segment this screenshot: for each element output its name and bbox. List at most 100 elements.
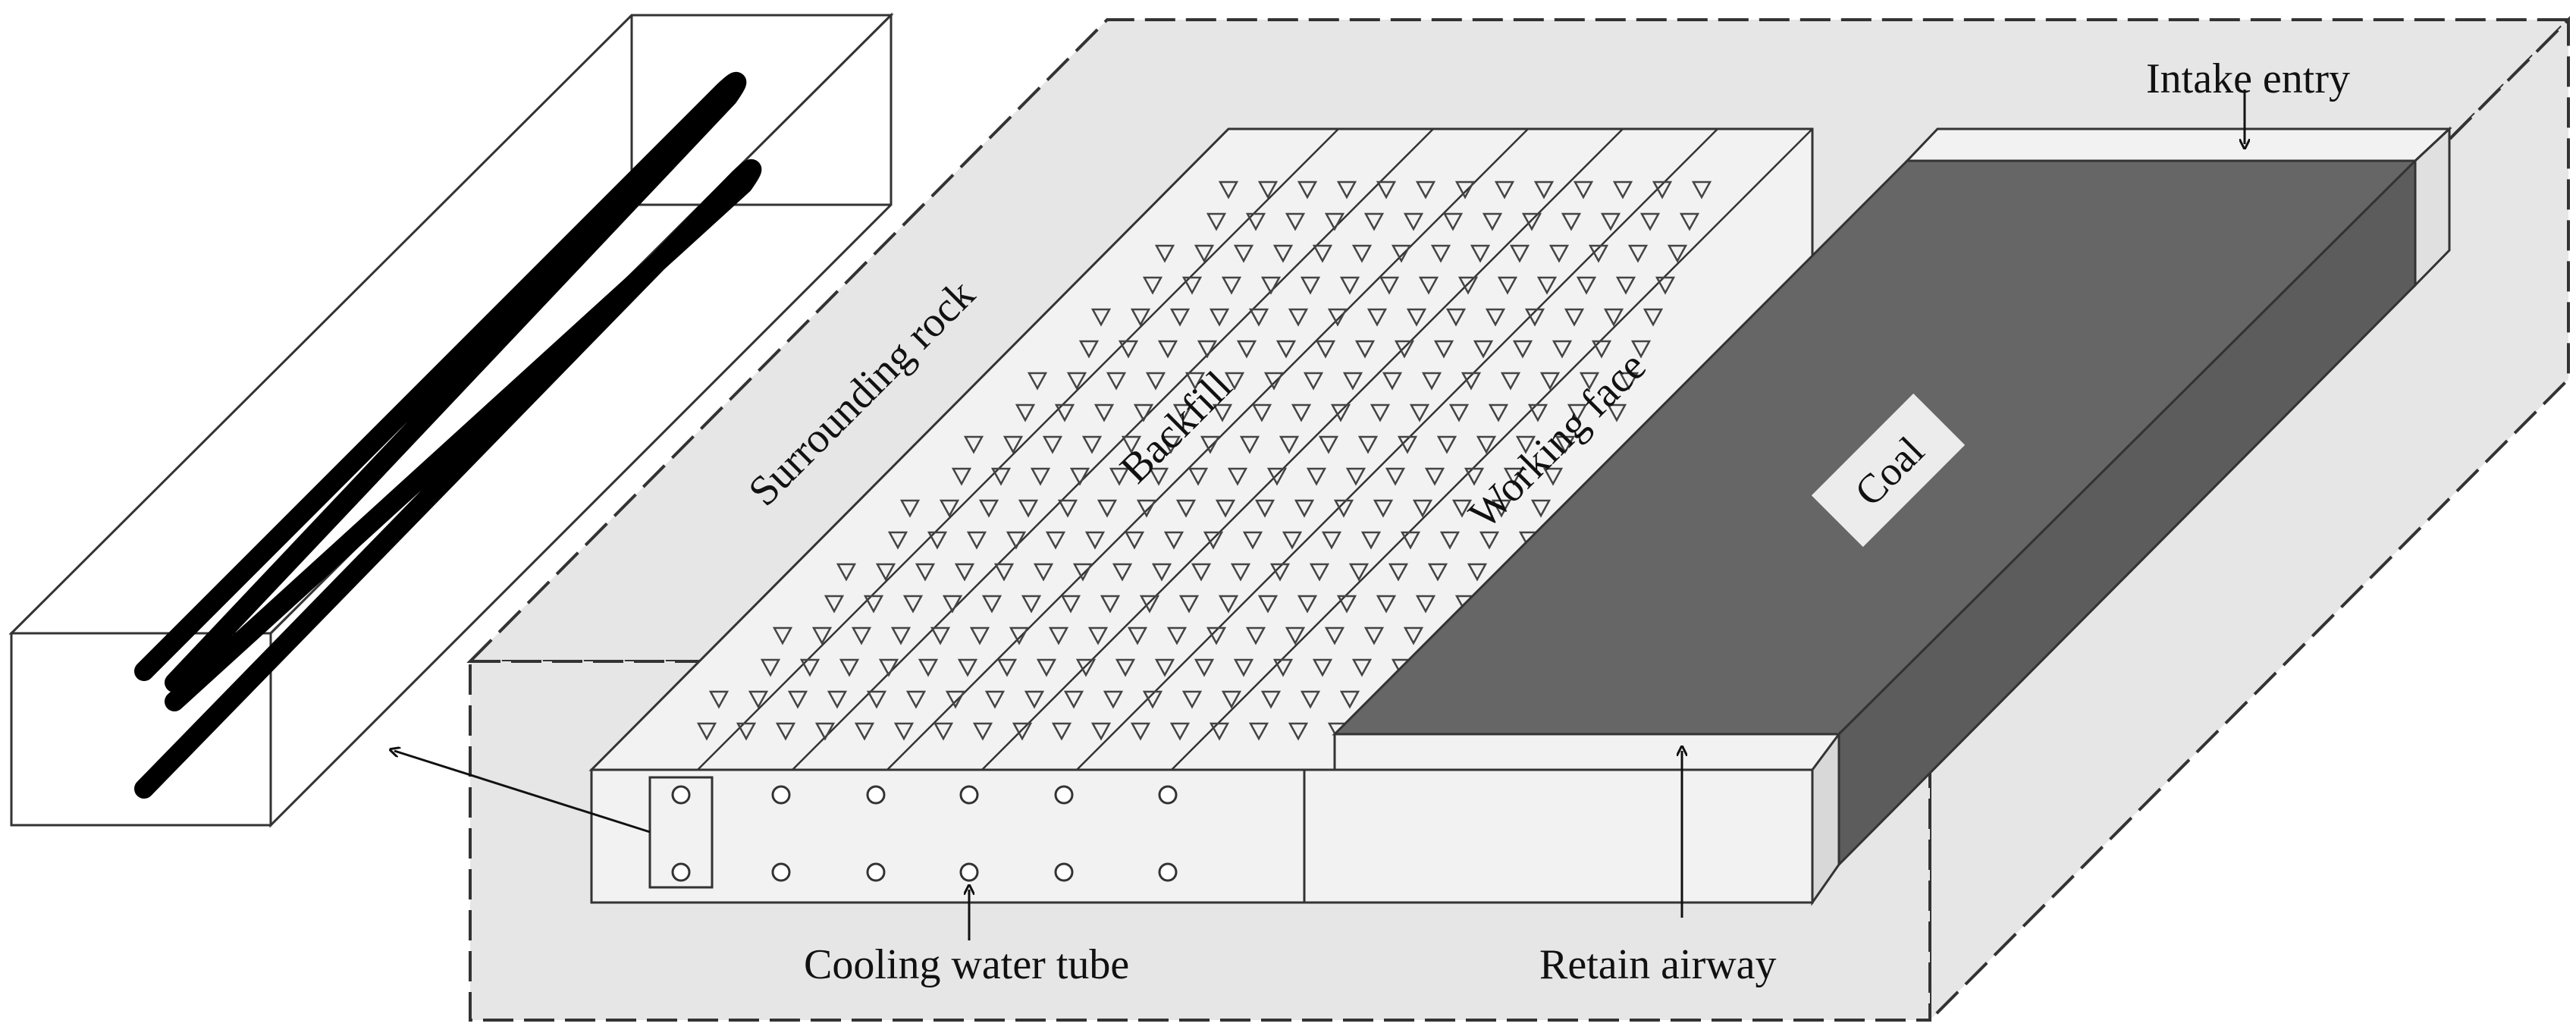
triangle-down-icon — [1018, 499, 1039, 518]
triangle-down-icon — [1254, 499, 1275, 518]
triangle-down-icon — [1009, 626, 1030, 645]
triangle-down-icon — [836, 563, 857, 582]
triangle-down-icon — [1482, 212, 1503, 231]
triangle-down-icon — [1485, 308, 1506, 327]
triangle-down-icon — [866, 690, 887, 709]
triangle-down-icon — [1109, 467, 1130, 486]
triangle-down-icon — [1388, 563, 1409, 582]
triangle-down-icon — [1409, 403, 1430, 422]
triangle-down-icon — [1451, 499, 1473, 518]
retain-airway-front-face — [1303, 768, 1814, 904]
triangle-down-icon — [1573, 181, 1594, 199]
triangle-down-icon — [1315, 340, 1336, 359]
triangle-down-icon — [1209, 308, 1230, 327]
triangle-down-icon — [1051, 722, 1072, 741]
triangle-down-icon — [1175, 499, 1197, 518]
triangle-down-icon — [1394, 340, 1415, 359]
inset-tube-detail — [8, 12, 894, 828]
triangle-down-icon — [1154, 658, 1175, 677]
triangle-down-icon — [1160, 435, 1181, 454]
tube-section-icon — [959, 862, 979, 882]
triangle-down-icon — [1087, 626, 1109, 645]
triangle-down-icon — [1169, 308, 1191, 327]
u-tube-upper — [134, 72, 747, 692]
triangle-down-icon — [1373, 499, 1394, 518]
cooling-tube-sections — [671, 785, 1178, 882]
triangle-down-icon — [1655, 276, 1676, 295]
coal-seam: Coal — [1303, 126, 2452, 906]
triangle-down-icon — [827, 690, 848, 709]
triangle-down-icon — [1200, 435, 1221, 454]
triangle-down-icon — [993, 563, 1015, 582]
triangle-down-icon — [1561, 212, 1582, 231]
triangle-down-icon — [1218, 181, 1239, 199]
triangle-down-icon — [1115, 658, 1136, 677]
triangle-down-icon — [736, 722, 757, 741]
triangle-down-icon — [1148, 467, 1169, 486]
triangle-down-icon — [1318, 435, 1339, 454]
triangle-down-icon — [1533, 181, 1555, 199]
triangle-down-icon — [1473, 340, 1494, 359]
triangle-down-icon — [1069, 467, 1090, 486]
intake-entry-strip — [1904, 127, 2452, 162]
triangle-down-icon — [996, 658, 1018, 677]
triangle-down-icon — [1197, 340, 1218, 359]
triangle-down-icon — [1021, 595, 1042, 614]
triangle-down-icon — [1415, 595, 1436, 614]
triangle-down-icon — [1130, 722, 1151, 741]
triangle-down-icon — [1457, 276, 1479, 295]
triangle-down-icon — [1084, 531, 1106, 550]
triangle-down-icon — [1297, 181, 1318, 199]
triangle-down-icon — [1436, 435, 1457, 454]
triangle-down-icon — [1618, 372, 1639, 391]
triangle-down-icon — [1488, 403, 1509, 422]
triangle-down-icon — [1236, 340, 1257, 359]
triangle-down-icon — [772, 626, 793, 645]
triangle-down-icon — [1257, 595, 1279, 614]
backfill-front-face — [590, 768, 1306, 904]
triangle-down-icon — [811, 626, 833, 645]
triangle-down-icon — [1600, 212, 1621, 231]
triangle-down-icon — [1203, 531, 1224, 550]
triangle-down-icon — [1385, 467, 1406, 486]
triangle-down-icon — [1288, 308, 1309, 327]
triangle-down-icon — [1357, 435, 1379, 454]
triangle-down-icon — [1154, 244, 1175, 263]
triangle-down-icon — [1564, 308, 1585, 327]
triangle-down-icon — [1639, 212, 1661, 231]
triangle-down-icon — [1054, 403, 1075, 422]
u-tube-lower — [134, 159, 762, 799]
triangle-down-icon — [1539, 372, 1561, 391]
triangle-down-icon — [1497, 276, 1518, 295]
triangle-down-icon — [1151, 563, 1172, 582]
backfill-gridlines — [697, 128, 1813, 771]
triangle-down-icon — [927, 531, 948, 550]
triangle-down-icon — [1118, 340, 1139, 359]
triangle-down-icon — [1567, 403, 1588, 422]
triangle-down-icon — [1209, 722, 1230, 741]
triangle-down-icon — [1027, 372, 1048, 391]
triangle-down-icon — [1288, 722, 1309, 741]
triangle-down-icon — [918, 658, 939, 677]
triangle-down-icon — [1230, 563, 1251, 582]
inset-pointer-arrow — [394, 751, 651, 834]
triangle-down-icon — [1282, 531, 1303, 550]
triangle-down-icon — [799, 658, 820, 677]
triangle-down-icon — [945, 690, 966, 709]
triangle-down-icon — [1476, 435, 1497, 454]
triangle-down-icon — [1321, 531, 1342, 550]
triangle-down-icon — [1057, 499, 1078, 518]
triangle-down-icon — [1181, 690, 1203, 709]
triangle-down-icon — [1479, 531, 1500, 550]
triangle-down-icon — [1291, 403, 1312, 422]
triangle-down-icon — [1552, 340, 1573, 359]
triangle-down-icon — [1397, 435, 1418, 454]
triangle-down-icon — [851, 626, 872, 645]
triangle-down-icon — [1248, 722, 1269, 741]
triangle-down-icon — [1379, 276, 1400, 295]
triangle-down-icon — [1324, 626, 1345, 645]
tube-section-icon — [1054, 862, 1074, 882]
backfill-gridline — [792, 128, 1434, 771]
triangle-down-icon — [1142, 276, 1163, 295]
triangle-down-icon — [1382, 372, 1403, 391]
